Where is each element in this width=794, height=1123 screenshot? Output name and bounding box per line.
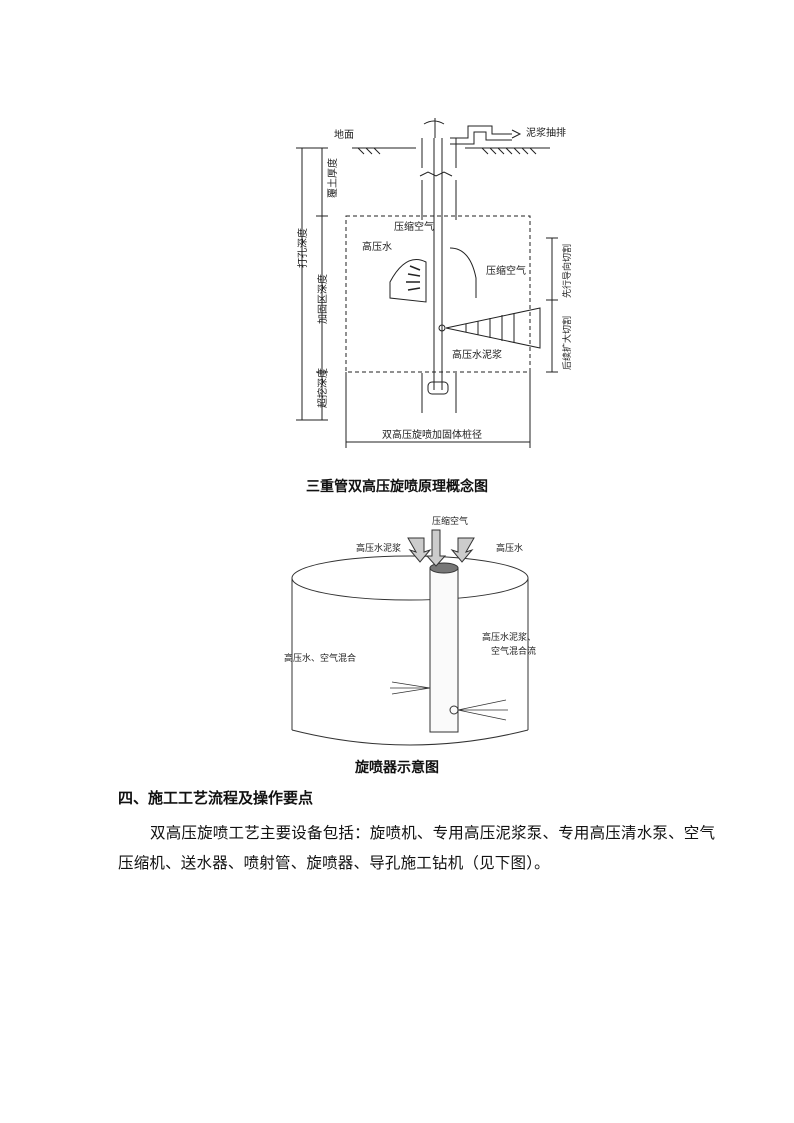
- discharge-arrow: [511, 129, 522, 139]
- mud-discharge-label: 泥浆抽排: [526, 126, 566, 139]
- high-pressure-water-label: 高压水: [362, 240, 392, 253]
- cylinder-bottom: [291, 729, 529, 746]
- air-flow-right: [449, 247, 477, 298]
- pile-diameter-label: 双高压旋喷加固体桩径: [382, 428, 482, 441]
- compressed-air-label-1: 压缩空气: [394, 220, 434, 233]
- right-jet-lines: [457, 699, 508, 721]
- reinforce-depth-label: 加固区深度: [316, 274, 329, 324]
- rotation-arrow: [423, 120, 445, 125]
- jet-nozzle-bottom: [427, 381, 449, 395]
- slurry-air-mix-label-line1: 高压水泥浆、: [482, 631, 536, 643]
- upper-jet-spray: [406, 265, 421, 291]
- casing-top: [421, 138, 457, 168]
- cover-depth-label: 覆土厚度: [326, 158, 339, 198]
- ground-label: 地面: [334, 128, 354, 141]
- air-inlet-arrow: [407, 537, 432, 563]
- lower-nozzle: [438, 324, 446, 332]
- compressed-air-label-2: 压缩空气: [486, 264, 526, 277]
- water-air-mix-label: 高压水、空气混合: [284, 652, 356, 664]
- jet-tool-diagram: 压缩空气 高压水泥浆 高压水 高压水、空气混合 高压水泥浆、 空气混合流: [284, 515, 536, 746]
- slurry-air-mix-label-line2: 空气混合流: [491, 645, 536, 657]
- jet-grouting-principle-diagram: 地面 泥浆抽排 压缩空气 高压水 压缩空气 高压水泥浆 打孔深度 覆土厚度 加固…: [296, 118, 573, 448]
- section-heading: 四、施工工艺流程及操作要点: [118, 789, 314, 807]
- reinforcement-zone: [345, 215, 531, 373]
- soil-cylinder-top: [291, 555, 529, 601]
- expand-cut-label: 后续扩大切割: [561, 316, 573, 370]
- drill-depth-label: 打孔深度: [296, 228, 309, 268]
- borehole-upper: [421, 180, 457, 220]
- upper-jet-cavity: [389, 259, 427, 303]
- discharge-pipe: [450, 125, 512, 139]
- ground-hatch: [357, 147, 537, 155]
- break-mark: [419, 171, 453, 177]
- jet-rod: [429, 567, 459, 733]
- high-pressure-water-label: 高压水: [496, 542, 523, 554]
- over-dig-depth-label: 超挖深度: [316, 368, 329, 408]
- lower-jet-fan: [445, 307, 541, 349]
- high-pressure-slurry-label: 高压水泥浆: [356, 542, 401, 554]
- water-inlet-arrow: [450, 537, 475, 563]
- discharge-pipe-inner: [450, 131, 512, 145]
- figure1-caption: 三重管双高压旋喷原理概念图: [306, 479, 488, 495]
- high-pressure-slurry-label: 高压水泥浆: [452, 348, 502, 361]
- compressed-air-label: 压缩空气: [432, 515, 468, 527]
- figure2-caption: 旋喷器示意图: [355, 760, 439, 776]
- left-jet-lines: [390, 681, 431, 695]
- section-paragraph: 双高压旋喷工艺主要设备包括：旋喷机、专用高压泥浆泵、专用高压清水泵、空气压缩机、…: [118, 824, 716, 872]
- borehole-lower: [421, 373, 457, 413]
- lower-jet-lines: [465, 313, 515, 343]
- guide-cut-label: 先行导向切割: [561, 244, 573, 298]
- center-inlet-arrow: [425, 529, 447, 567]
